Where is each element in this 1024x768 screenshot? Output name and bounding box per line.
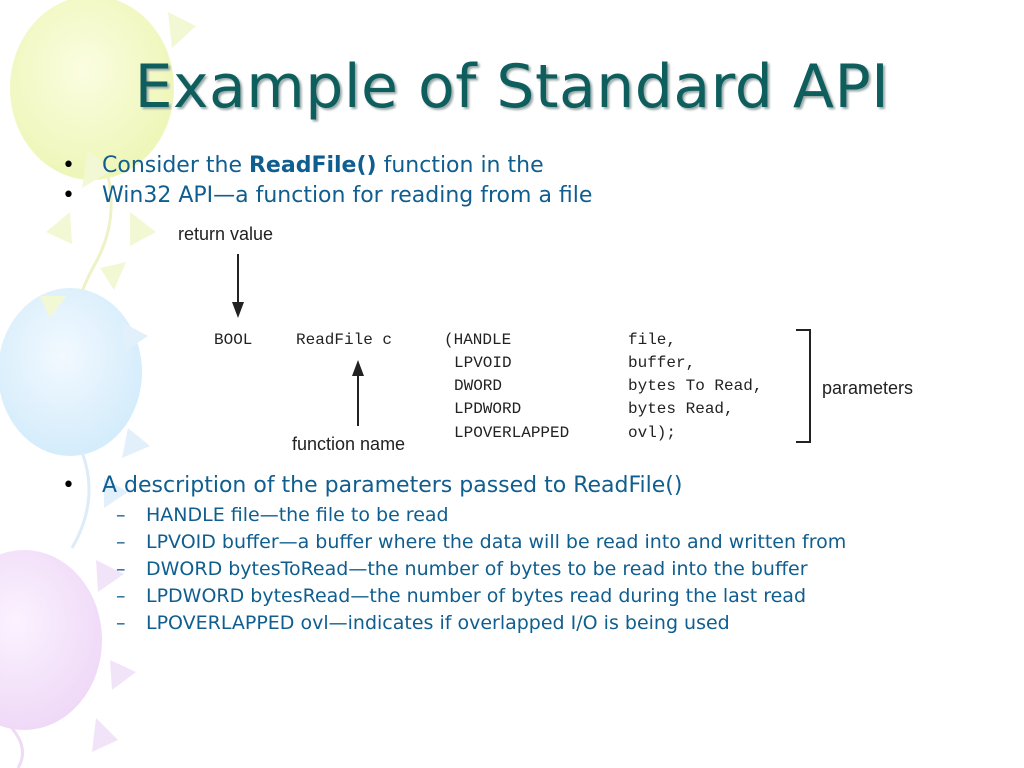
dash-marker: – — [116, 504, 126, 526]
bullet-dot: • — [62, 183, 75, 208]
description-heading-bullet: • A description of the parameters passed… — [62, 471, 962, 501]
intro-suffix: function in the — [376, 153, 544, 178]
intro-bullets: • Consider the ReadFile() function in th… — [62, 151, 962, 211]
intro-prefix: Consider the — [102, 153, 249, 178]
description-item: – DWORD bytesToRead—the number of bytes … — [62, 559, 946, 580]
param-name: bytes Read, — [628, 400, 734, 418]
description-item-text: LPVOID buffer—a buffer where the data wi… — [146, 531, 847, 553]
description-item-text: DWORD bytesToRead—the number of bytes to… — [146, 558, 808, 580]
param-name: ovl); — [628, 424, 677, 442]
param-type: LPOVERLAPPED — [454, 424, 570, 442]
description-item-text: LPOVERLAPPED ovl—indicates if overlapped… — [146, 612, 730, 634]
param-name: bytes To Read, — [628, 377, 763, 395]
description-item: – LPDWORD bytesRead—the number of bytes … — [62, 586, 946, 607]
intro-bullet-2: • Win32 API—a function for reading from … — [62, 181, 962, 211]
function-name-label: function name — [292, 434, 406, 454]
description-item: – LPVOID buffer—a buffer where the data … — [62, 532, 946, 553]
blue-balloon — [0, 288, 142, 456]
yellow-balloon — [10, 0, 174, 180]
param-type: DWORD — [454, 377, 503, 395]
balloon-string — [70, 451, 91, 549]
purple-balloon — [0, 550, 102, 730]
description-item-text: HANDLE file—the file to be read — [146, 504, 449, 526]
function-signature: ReadFile c — [296, 331, 393, 349]
confetti-streamers — [40, 12, 196, 318]
param-type: LPDWORD — [454, 400, 522, 418]
param-type: LPVOID — [454, 354, 512, 372]
readfile-bold: ReadFile() — [248, 153, 377, 178]
return-type: BOOL — [214, 331, 253, 349]
bullet-dot: • — [62, 473, 75, 498]
slide-title: Example of Standard API — [134, 52, 890, 122]
dash-marker: – — [116, 612, 126, 634]
param-type: (HANDLE — [444, 331, 512, 349]
intro-bullet-1: • Consider the ReadFile() function in th… — [62, 151, 962, 181]
param-name: buffer, — [628, 354, 696, 372]
description-section: • A description of the parameters passed… — [62, 471, 962, 640]
description-item: – LPOVERLAPPED ovl—indicates if overlapp… — [62, 613, 946, 634]
balloon-string — [8, 724, 24, 768]
return-value-label: return value — [178, 224, 274, 244]
description-item: – HANDLE file—the file to be read — [62, 505, 946, 526]
param-name: file, — [628, 331, 677, 349]
confetti-streamers — [92, 560, 136, 752]
intro-line-2: Win32 API—a function for reading from a … — [102, 183, 593, 208]
description-heading: A description of the parameters passed t… — [102, 473, 683, 498]
description-item-text: LPDWORD bytesRead—the number of bytes re… — [146, 585, 806, 607]
bullet-dot: • — [62, 153, 75, 178]
dash-marker: – — [116, 531, 126, 553]
parameters-label: parameters — [822, 378, 914, 398]
dash-marker: – — [116, 585, 126, 607]
dash-marker: – — [116, 558, 126, 580]
confetti-streamers — [104, 322, 150, 508]
